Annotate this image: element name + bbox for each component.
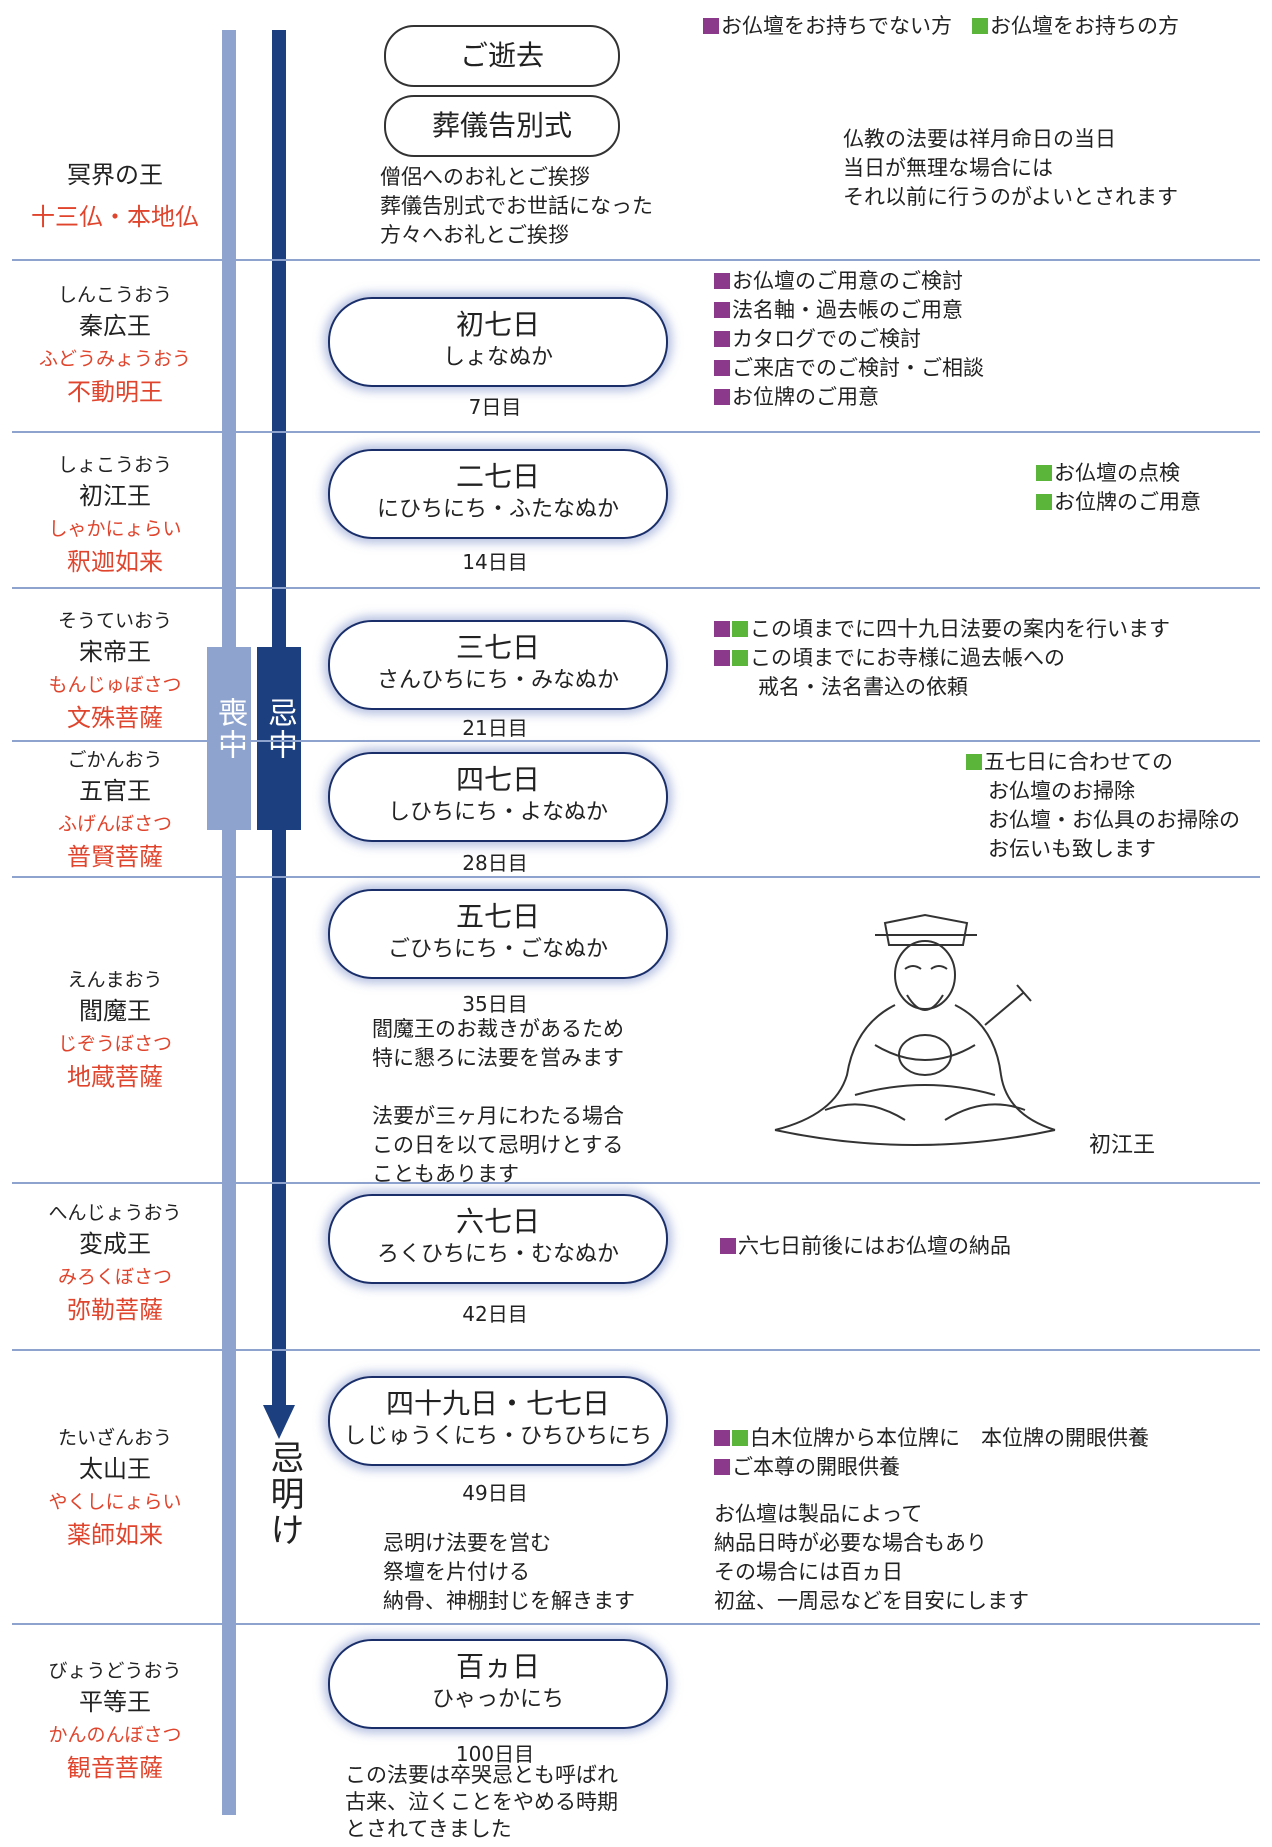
king-column-label: 冥界の王 [67,161,163,189]
king-entry: へんじょうおう変成王 みろくぼさつ弥勒菩薩 [48,1202,182,1324]
mourning-timeline-bar [222,30,236,1815]
note-list: お仏壇の点検 お位牌のご用意 [1036,459,1201,517]
kiake-note: 忌明け法要を営む祭壇を片付ける納骨、神棚封じを解きます [383,1531,635,1613]
day-label: 28日目 [462,851,528,875]
day-label: 49日目 [462,1481,528,1505]
legend-has-altar: お仏壇をお持ちの方 [990,14,1180,38]
king-entry: ごかんおう五官王 ふげんぼさつ普賢菩薩 [57,749,172,871]
figure-caption: 初江王 [1089,1133,1156,1158]
note-list: 五七日に合わせての お仏壇のお掃除 お仏壇・お仏具のお掃除の お伝いも致します [966,748,1240,864]
row-divider [12,876,1260,878]
funeral-pill: 葬儀告別式 [384,95,620,157]
note-list: お仏壇のご用意のご検討 法名軸・過去帳のご用意 カタログでのご検討 ご来店でのご… [714,267,984,412]
day-label: 7日目 [468,395,522,419]
header-labels: 冥界の王 十三仏・本地仏 [20,158,210,234]
kiake-label: 忌明け [264,1440,304,1548]
memorial-pill: 初七日しょなぬか [328,297,668,387]
king-entry: えんまおう閻魔王 じぞうぼさつ地蔵菩薩 [57,969,172,1091]
note-list: この頃までに四十九日法要の案内を行います この頃までにお寺様に過去帳への 戒名・… [714,615,1170,702]
king-entry: そうていおう宋帝王 もんじゅぼさつ文殊菩薩 [48,610,182,732]
enma-note: 閻魔王のお裁きがあるため特に懇ろに法要を営みます 法要が三ヶ月にわたる場合この日… [372,1017,624,1186]
row-divider [12,431,1260,433]
mochu-box: 喪中 [207,647,251,830]
king-entry: しょこうおう初江王 しゃかにょらい釈迦如来 [48,454,182,576]
row-divider [12,1182,1260,1184]
day-label: 35日目 [462,992,528,1016]
hyakkanichi-note: この法要は卒哭忌とも呼ばれ古来、泣くことをやめる時期とされてきました [345,1763,618,1841]
row-divider [12,740,1260,742]
death-pill: ご逝去 [384,25,620,87]
memorial-pill: 六七日ろくひちにち・むなぬか [328,1194,668,1284]
note-list: 六七日前後にはお仏壇の納品 [720,1232,1011,1261]
memorial-pill: 四七日しひちにち・よなぬか [328,752,668,842]
day-label: 21日目 [462,716,528,740]
green-square-icon [972,18,989,34]
king-figure-illustration [774,913,1056,1146]
memorial-pill: 五七日ごひちにち・ごなぬか [328,889,668,979]
legend-no-altar: お仏壇をお持ちでない方 [721,14,952,38]
magenta-square-icon [703,18,719,34]
memorial-note: 仏教の法要は祥月命日の当日当日が無理な場合にはそれ以前に行うのがよいとされます [843,127,1178,209]
note-list: 白木位牌から本位牌に 本位牌の開眼供養 ご本尊の開眼供養 [714,1424,1149,1482]
row-divider [12,587,1260,589]
row-divider [12,1349,1260,1351]
king-entry: びょうどうおう平等王 かんのんぼさつ観音菩薩 [48,1660,182,1782]
kichu-box: 忌中 [257,647,301,830]
day-label: 42日目 [462,1302,528,1326]
memorial-pill: 二七日にひちにち・ふたなぬか [328,449,668,539]
memorial-pill: 百ヵ日ひゃっかにち [328,1639,668,1729]
memorial-pill: 三七日さんひちにち・みなぬか [328,620,668,710]
row-divider [12,1623,1260,1625]
day-label: 100日目 [455,1742,535,1766]
mochu-label: 喪中 [212,697,247,761]
king-entry: たいざんおう太山王 やくしにょらい薬師如来 [48,1427,182,1549]
memorial-pill: 四十九日・七七日しじゅうくにち・ひちひちにち [328,1376,668,1466]
legend: お仏壇をお持ちでない方 お仏壇をお持ちの方 [703,10,1179,40]
arrow-down-icon [263,1405,295,1439]
altar-delivery-note: お仏壇は製品によって納品日時が必要な場合もあり その場合には百ヵ日初盆、一周忌な… [714,1502,1029,1613]
buddha-column-label: 十三仏・本地仏 [31,203,199,231]
funeral-note: 僧侶へのお礼とご挨拶葬儀告別式でお世話になった方々へお礼とご挨拶 [380,165,653,247]
kichu-label: 忌中 [262,697,297,761]
king-entry: しんこうおう秦広王 ふどうみょうおう不動明王 [38,284,191,406]
day-label: 14日目 [462,550,528,574]
row-divider [12,259,1260,261]
